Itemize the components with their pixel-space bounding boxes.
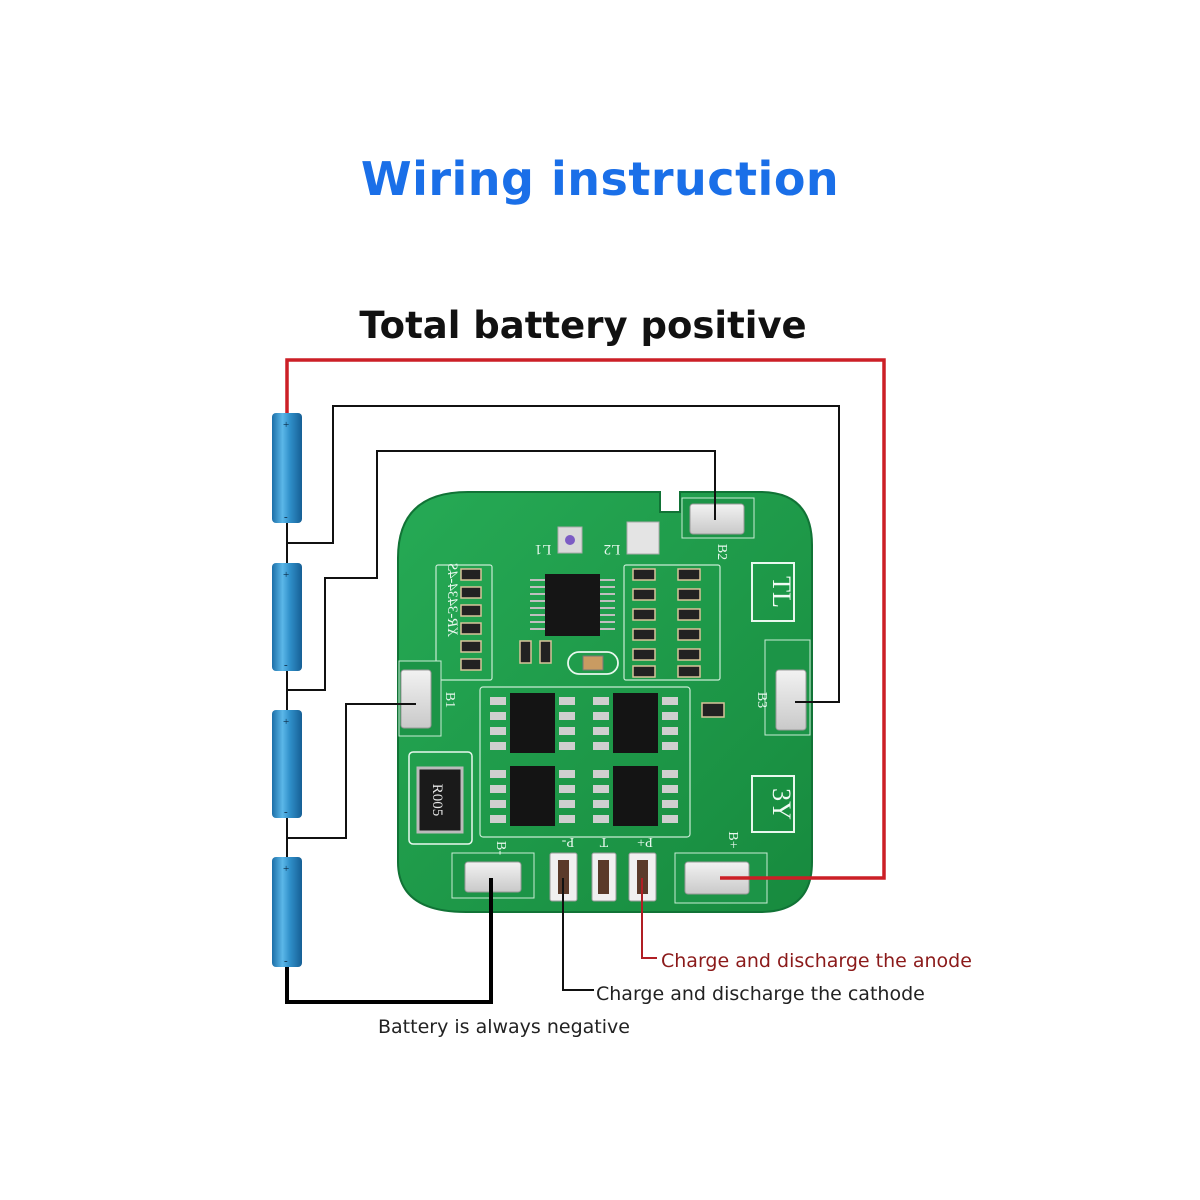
bms-board: R005 XR-3434-4S L1 L2 TL 3Y B2 B3 B1 B- … xyxy=(397,491,813,913)
svg-text:-: - xyxy=(284,659,288,671)
negative-note: Battery is always negative xyxy=(378,1016,630,1038)
b2-tap-wire xyxy=(287,450,716,691)
svg-text:+: + xyxy=(283,716,289,728)
label-b-minus: B- xyxy=(493,841,508,855)
p-plus-callout-line xyxy=(641,878,657,959)
silk-tl: TL xyxy=(767,576,796,608)
pad-b2 xyxy=(689,503,745,535)
label-b-plus: B+ xyxy=(725,831,740,848)
pad-b3 xyxy=(775,669,807,731)
b3-tap-wire xyxy=(287,405,840,703)
pad-b1 xyxy=(400,669,432,729)
silk-l2: L2 xyxy=(604,541,621,557)
svg-text:-: - xyxy=(284,511,288,523)
svg-text:+: + xyxy=(283,569,289,581)
svg-text:-: - xyxy=(284,955,288,967)
resistor-label: R005 xyxy=(429,784,445,817)
label-b1: B1 xyxy=(442,692,457,708)
board-model-label: XR-3434-4S xyxy=(444,563,460,638)
label-b3: B3 xyxy=(754,692,769,708)
battery-cell-1: + - xyxy=(272,413,302,523)
anode-note: Charge and discharge the anode xyxy=(661,950,972,972)
positive-wire xyxy=(285,358,886,880)
label-p-plus: P+ xyxy=(637,834,653,849)
b1-tap-wire xyxy=(287,703,416,839)
p-minus-callout-line xyxy=(562,878,594,991)
svg-text:-: - xyxy=(284,806,288,818)
silk-3y: 3Y xyxy=(767,788,796,820)
label-p-minus: P- xyxy=(561,834,574,849)
page-title: Wiring instruction xyxy=(360,152,840,206)
svg-text:+: + xyxy=(283,863,289,875)
cathode-note: Charge and discharge the cathode xyxy=(596,983,925,1005)
svg-text:+: + xyxy=(283,419,289,431)
total-battery-positive-label: Total battery positive xyxy=(359,304,807,347)
battery-cell-4: + - xyxy=(272,857,302,967)
label-t: T xyxy=(599,834,608,849)
negative-wire xyxy=(285,878,493,1004)
label-b2: B2 xyxy=(714,544,729,560)
silk-l1: L1 xyxy=(535,541,552,557)
wires xyxy=(285,358,886,1004)
battery-cell-2: + - xyxy=(272,563,302,671)
battery-cell-3: + - xyxy=(272,710,302,818)
mosfet-group xyxy=(490,693,678,826)
